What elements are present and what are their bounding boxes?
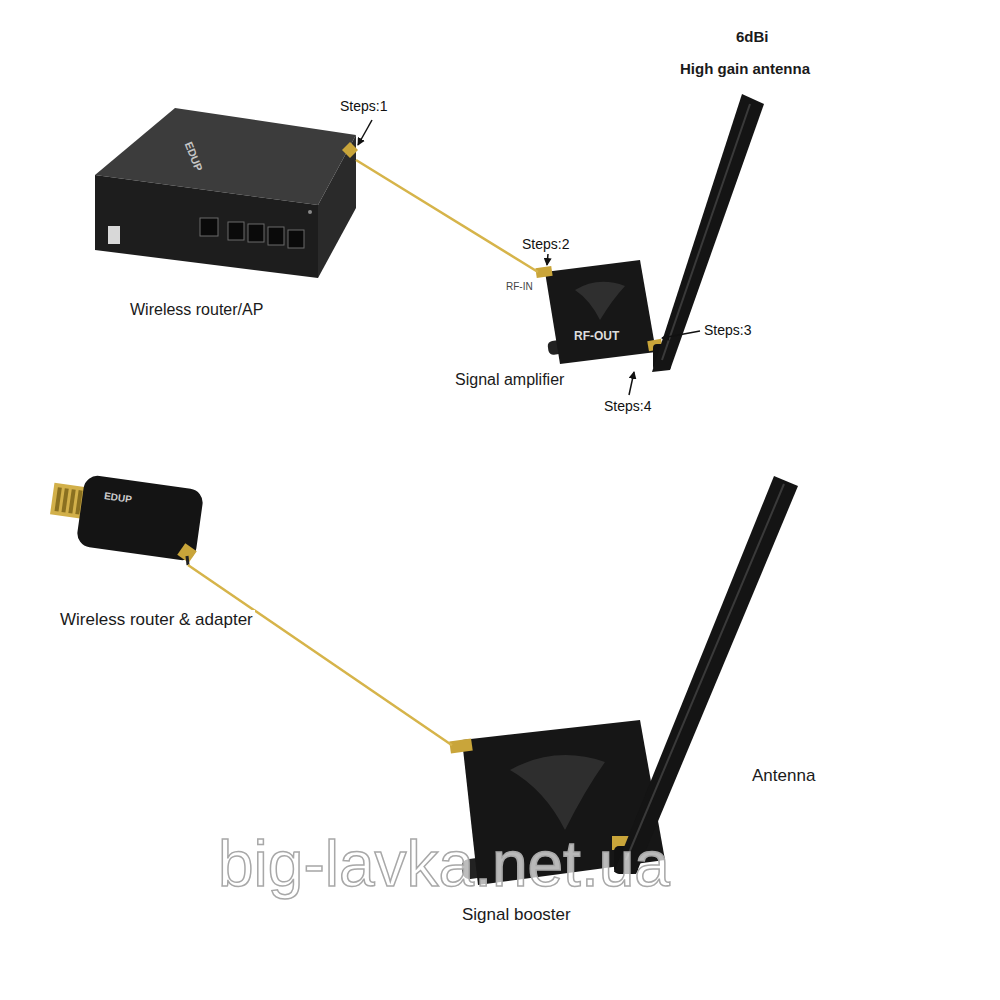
device-node: Wireless router/AP bbox=[92, 100, 356, 278]
device-label: Wireless router & adapter bbox=[58, 610, 255, 630]
sma-connector bbox=[342, 142, 358, 158]
antenna-body bbox=[614, 476, 798, 874]
router-figure bbox=[95, 108, 358, 278]
router-front bbox=[95, 175, 318, 278]
step-label: Steps:2 bbox=[522, 236, 569, 253]
antenna-highlight bbox=[662, 104, 750, 360]
brand-logo: EDUP bbox=[181, 140, 205, 173]
step-label: Steps:1 bbox=[340, 98, 387, 115]
usb-pin bbox=[55, 487, 62, 511]
port-label: RF-IN bbox=[506, 281, 533, 293]
step-leader bbox=[662, 331, 700, 338]
ethernet-port bbox=[268, 227, 284, 245]
usb-pin bbox=[61, 488, 68, 512]
device-label: Antenna bbox=[752, 766, 815, 786]
device-label: High gain antenna bbox=[680, 60, 810, 78]
sma-connector bbox=[449, 739, 472, 754]
usb-port bbox=[108, 226, 120, 244]
amp-body bbox=[545, 260, 656, 364]
device-node: Signal amplifier bbox=[538, 262, 660, 362]
usb-pin bbox=[68, 489, 75, 513]
step-label: Steps:4 bbox=[604, 398, 651, 415]
step-leader bbox=[358, 120, 372, 145]
port-label: RF-OUT bbox=[574, 329, 619, 343]
step-label: Steps:3 bbox=[704, 322, 751, 339]
antenna-highlight bbox=[626, 484, 784, 860]
gain-value: 6dBi bbox=[736, 28, 769, 46]
antenna-figure bbox=[652, 94, 764, 372]
adapter-body bbox=[76, 474, 205, 562]
coax-cable bbox=[188, 565, 452, 745]
pigtail bbox=[187, 556, 188, 565]
ethernet-port bbox=[288, 230, 304, 248]
step-leader bbox=[629, 372, 634, 395]
booster-emblem bbox=[510, 755, 605, 830]
adapter-figure bbox=[50, 474, 204, 565]
ethernet-port bbox=[248, 224, 264, 242]
device-label: Wireless router/AP bbox=[130, 300, 263, 319]
step-leader bbox=[547, 254, 548, 265]
coax-cable bbox=[356, 160, 538, 272]
amp-emblem bbox=[575, 282, 625, 320]
brand-logo: EDUP bbox=[103, 490, 132, 506]
wan-port bbox=[200, 218, 218, 236]
antenna-figure bbox=[614, 476, 798, 874]
amplifier-figure bbox=[535, 260, 671, 370]
led bbox=[308, 210, 312, 214]
device-label: Signal booster bbox=[462, 905, 571, 925]
device-label: Signal amplifier bbox=[455, 370, 564, 389]
device-node: Antenna bbox=[612, 470, 797, 890]
ethernet-port bbox=[228, 222, 244, 240]
antenna-body bbox=[652, 94, 764, 372]
watermark: big-lavka.net.ua bbox=[218, 826, 670, 903]
